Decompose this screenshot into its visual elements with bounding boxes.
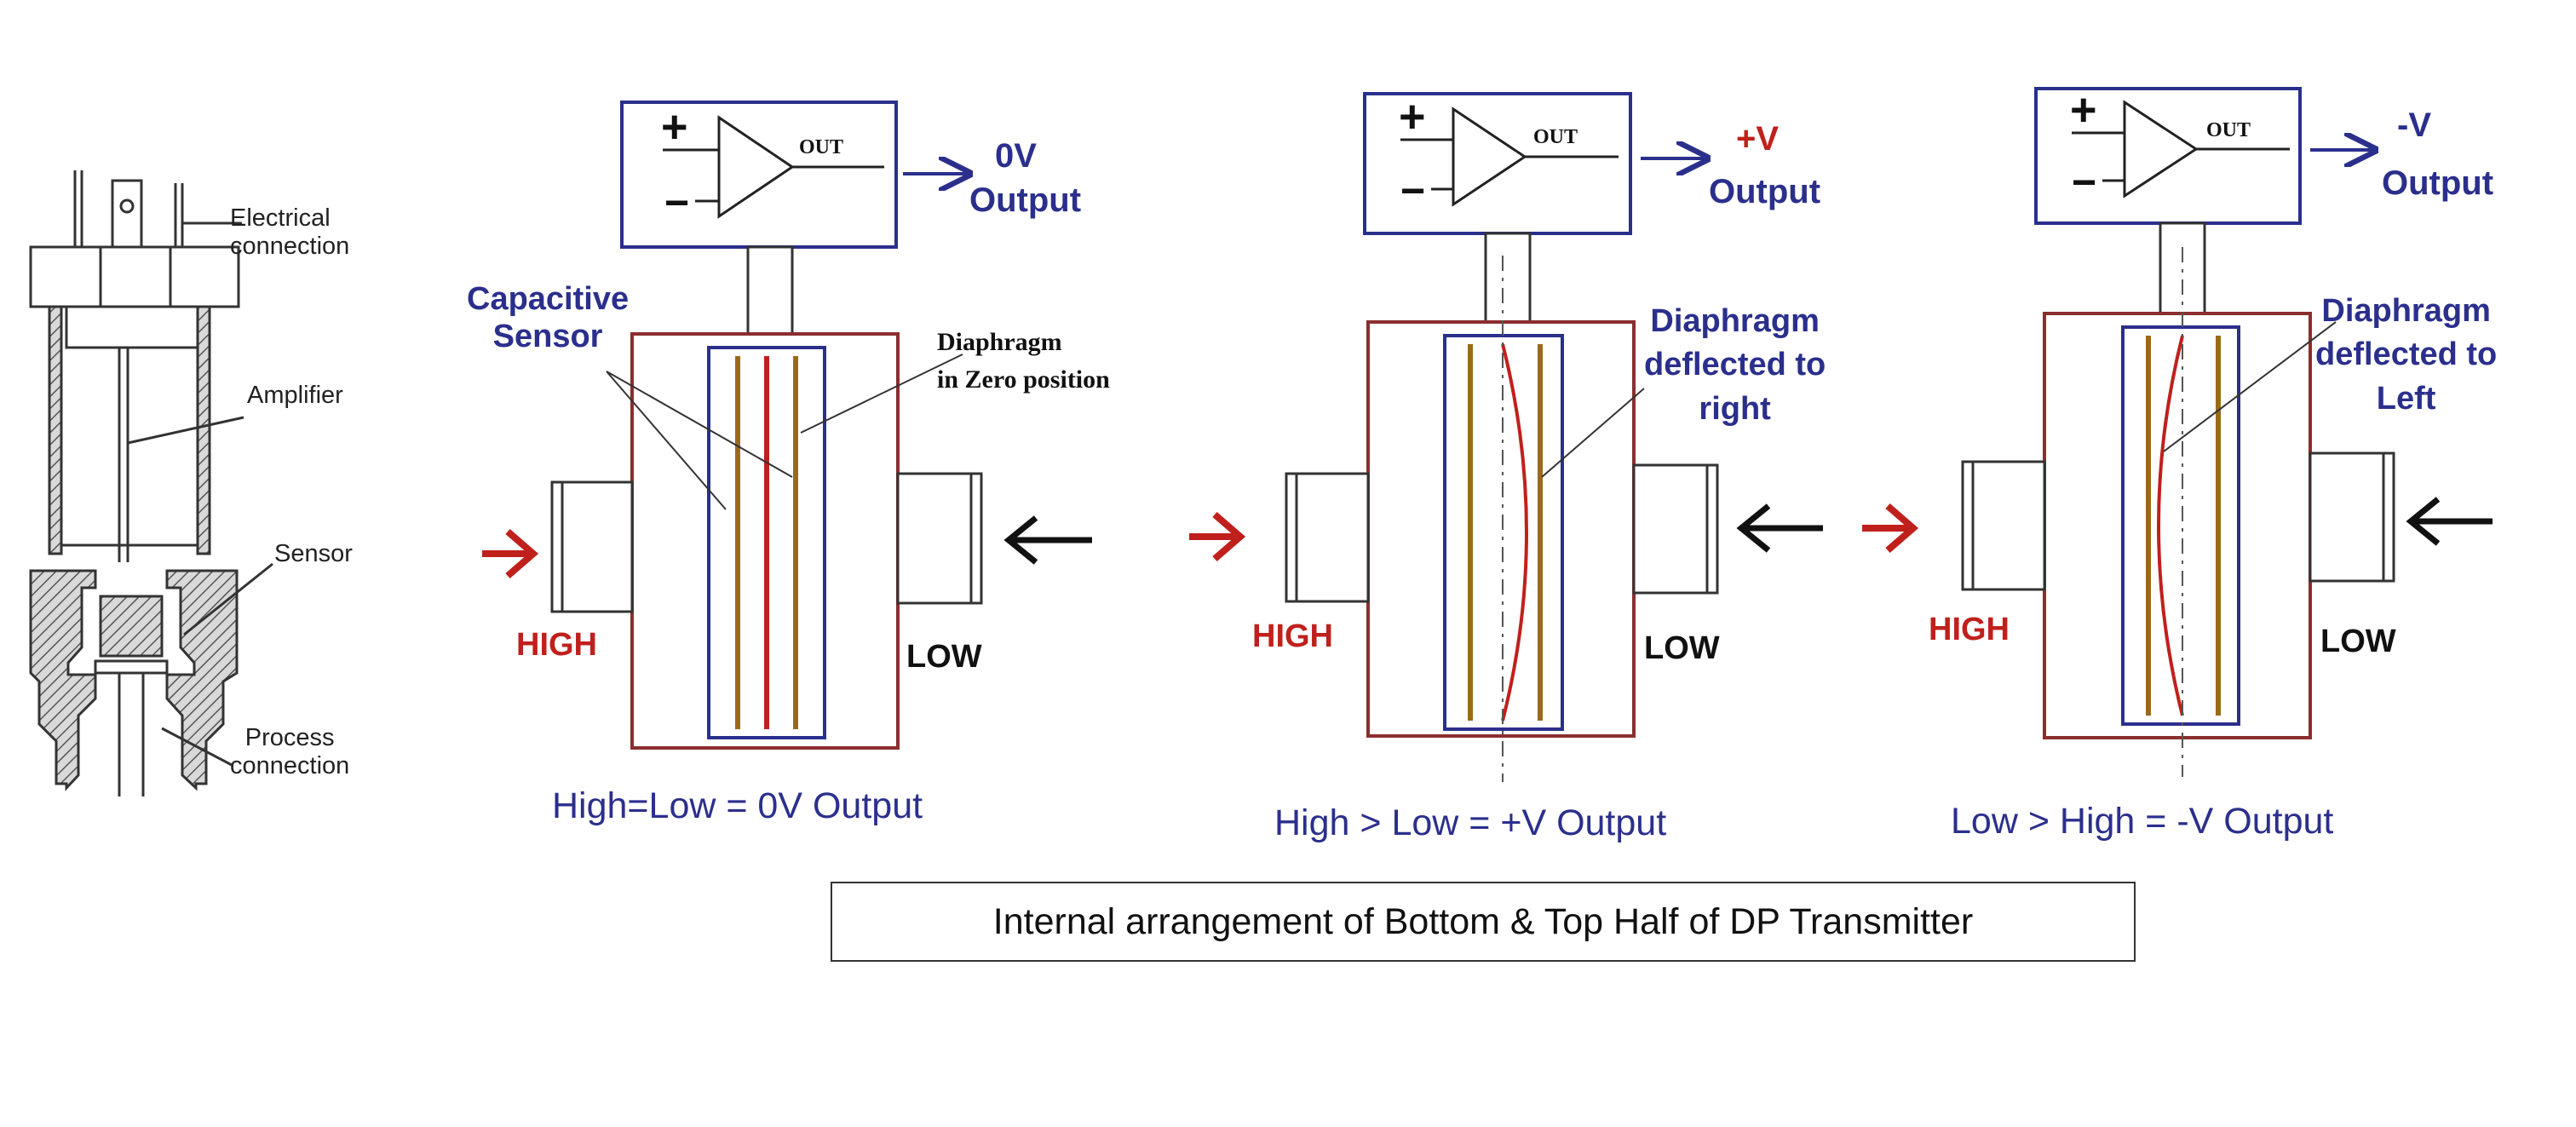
amp1-out: OUT [799, 136, 844, 158]
label-sensor: Sensor [274, 540, 353, 567]
panel-3-drawing [1862, 87, 2493, 777]
amp1-minus: − [664, 179, 690, 227]
label-process-connection: Process connection [230, 724, 350, 780]
panel-2-equation: High > Low = +V Output [1274, 802, 1667, 843]
panel-2-low-label: LOW [1644, 630, 1720, 666]
pressure-sensor-drawing [29, 170, 273, 796]
panel-2-output-word: Output [1709, 173, 1821, 210]
panel-1-diaphragm-label: Diaphragm in Zero position [937, 328, 1110, 394]
panel-1-drawing [482, 101, 1092, 750]
panel-2-diaphragm-label: Diaphragm deflected to right [1644, 303, 1826, 427]
panel-3-diaphragm-label: Diaphragm deflected to Left [2315, 293, 2498, 417]
caption-box: Internal arrangement of Bottom & Top Hal… [831, 882, 2136, 962]
amp3-out: OUT [2206, 119, 2251, 141]
panel-1-sensor-label: Capacitive Sensor [467, 281, 630, 354]
panel-2-high-label: HIGH [1252, 618, 1333, 654]
amp3-minus: − [2072, 158, 2097, 206]
amp2-out: OUT [1533, 126, 1578, 148]
caption-text: Internal arrangement of Bottom & Top Hal… [992, 900, 1974, 942]
panel-1-output-value: 0V [995, 137, 1037, 175]
panel-3-low-label: LOW [2320, 624, 2396, 659]
panel-3-output-value: -V [2397, 106, 2431, 144]
panel-3-high-label: HIGH [1929, 612, 2010, 647]
label-electrical-connection: Electrical connection [230, 204, 350, 261]
panel-1-low-label: LOW [906, 639, 982, 675]
panel-1-high-label: HIGH [516, 627, 597, 663]
amp3-plus: + [2070, 84, 2097, 135]
panel-1-equation: High=Low = 0V Output [552, 785, 923, 826]
amp2-plus: + [1399, 91, 1426, 142]
amp2-minus: − [1400, 167, 1426, 215]
panel-1-output-word: Output [969, 181, 1082, 219]
panel-3-output-word: Output [2382, 164, 2494, 202]
panel-2-output-value: +V [1736, 120, 1780, 158]
panel-2-drawing [1189, 92, 1823, 782]
label-amplifier: Amplifier [247, 382, 343, 409]
amp1-plus: + [661, 101, 688, 152]
panel-3-equation: Low > High = -V Output [1951, 801, 2334, 842]
